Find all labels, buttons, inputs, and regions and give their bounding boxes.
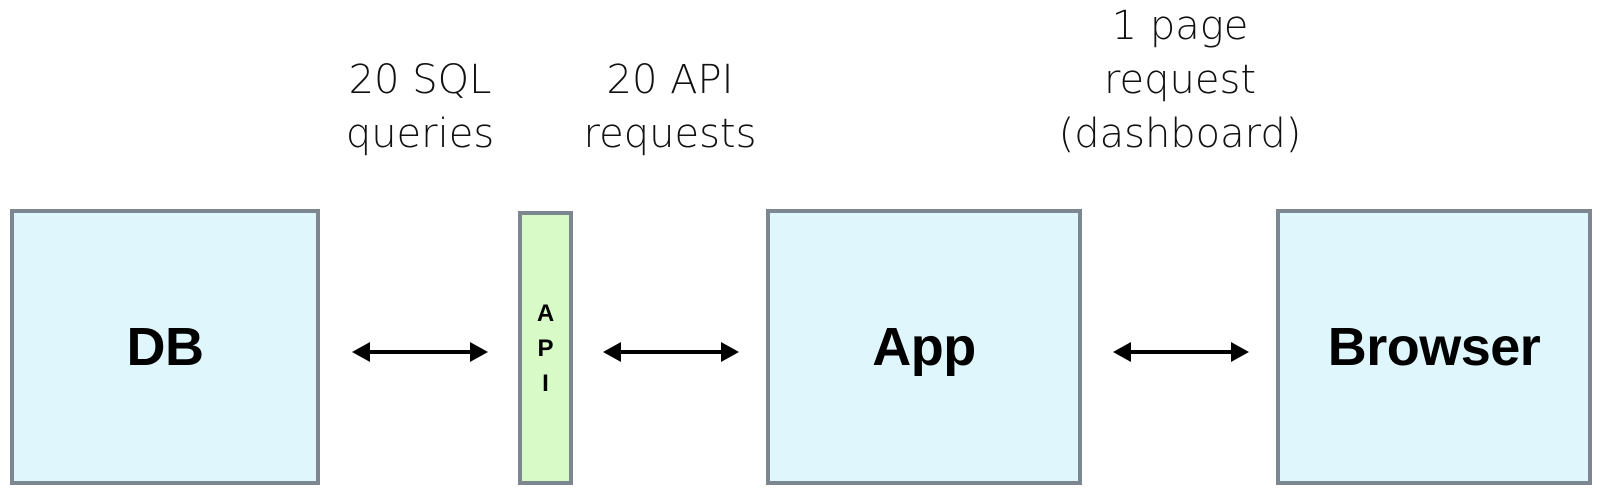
db-api-arrow <box>352 342 488 362</box>
app-label: App <box>872 317 976 377</box>
api-caption-line-1: 20 API <box>606 57 734 103</box>
sql-caption-line-2: queries <box>345 111 495 157</box>
api-box: A P I <box>518 211 573 485</box>
db-label: DB <box>126 317 205 377</box>
api-caption: 20 API requests <box>574 53 766 161</box>
browser-box: Browser <box>1276 209 1592 485</box>
page-caption-line-1: 1 page <box>1111 3 1249 49</box>
db-box: DB <box>10 209 320 485</box>
sql-caption: 20 SQL queries <box>330 53 510 161</box>
app-box: App <box>766 209 1082 485</box>
sql-caption-line-1: 20 SQL <box>348 57 492 103</box>
page-caption-line-2: request <box>1103 57 1257 103</box>
browser-label: Browser <box>1327 317 1541 377</box>
api-letter-p: P <box>537 334 554 362</box>
app-browser-arrow <box>1113 342 1249 362</box>
page-caption: 1 page request (dashboard) <box>1040 0 1320 161</box>
page-caption-line-3: (dashboard) <box>1058 111 1302 157</box>
api-letter-i: I <box>542 369 549 397</box>
api-caption-line-2: requests <box>583 111 757 157</box>
api-app-arrow <box>603 342 739 362</box>
api-letter-a: A <box>536 299 555 327</box>
